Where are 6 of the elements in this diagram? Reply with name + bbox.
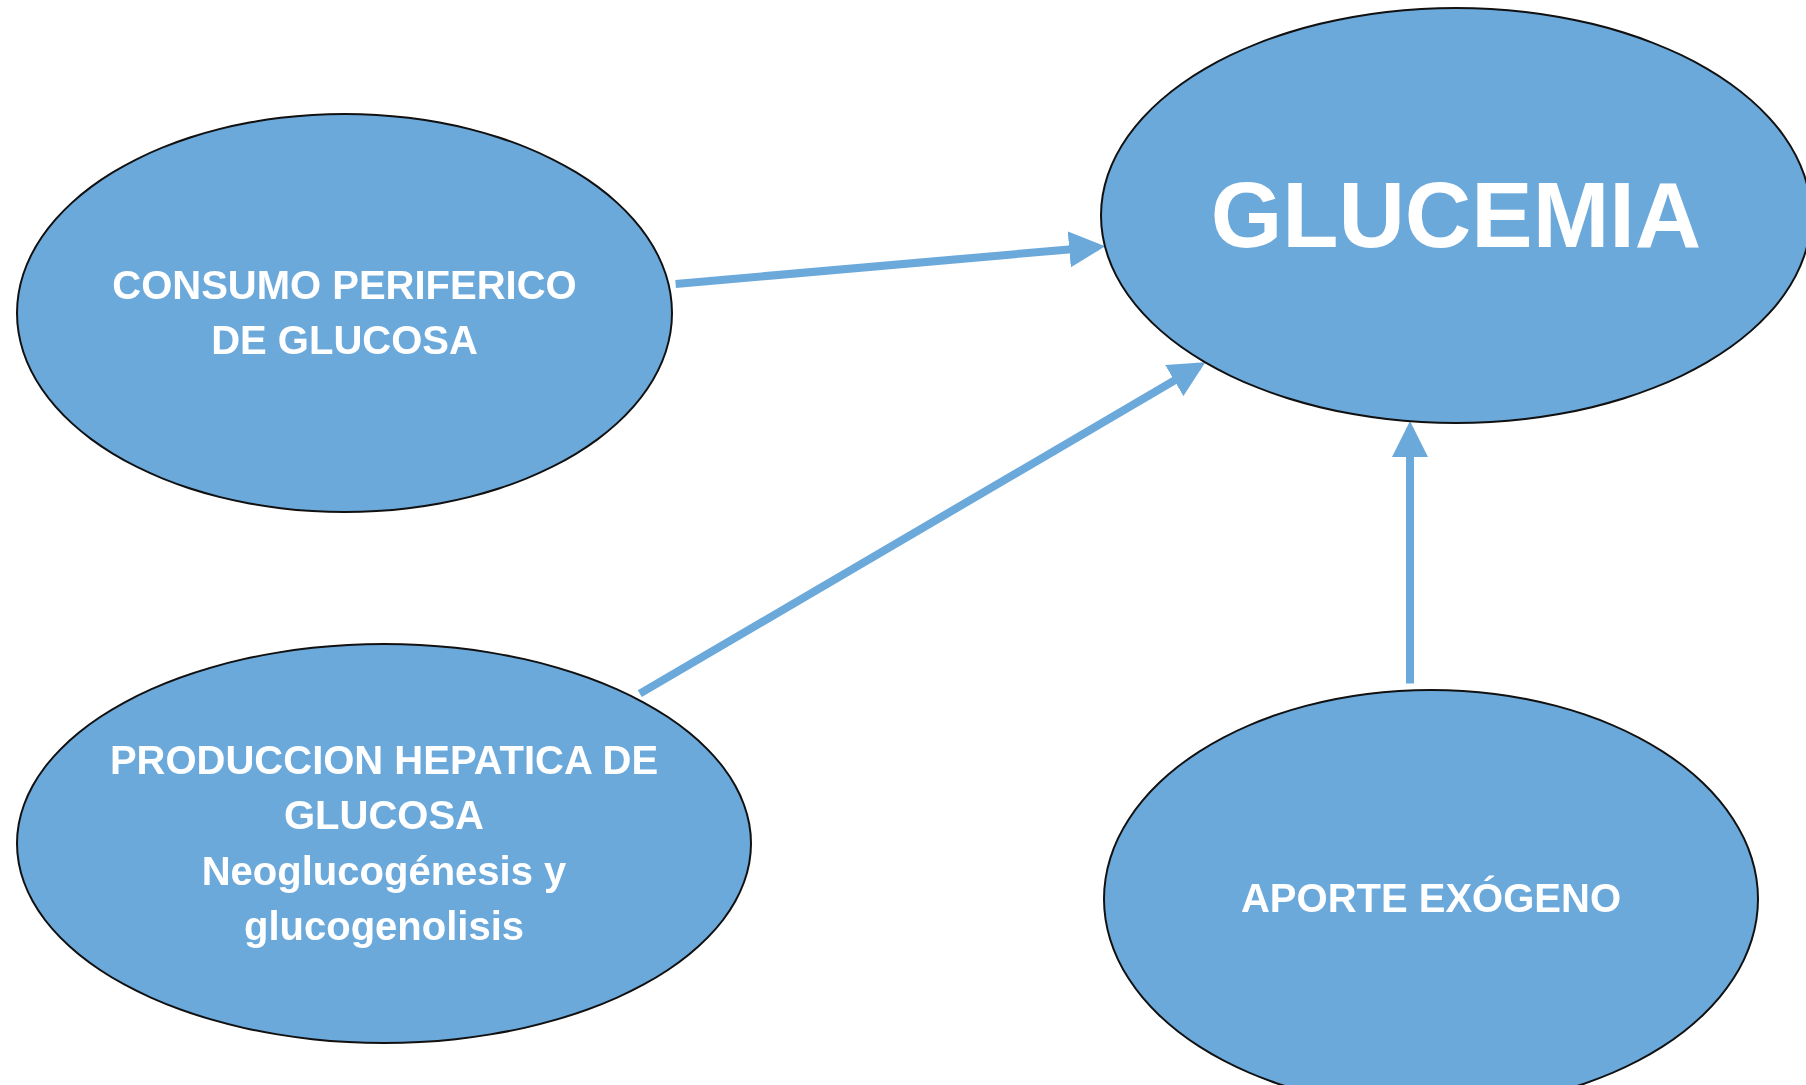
node-label: CONSUMO PERIFERICO DE GLUCOSA xyxy=(111,261,578,364)
node-label: Neoglucogénesis y glucogenolisis xyxy=(200,847,568,950)
node-label: PRODUCCION HEPATICA DE GLUCOSA xyxy=(108,737,660,840)
node-label: GLUCEMIA xyxy=(1210,163,1702,268)
node-label: APORTE EXÓGENO xyxy=(1240,874,1622,923)
arrow xyxy=(637,362,1206,698)
